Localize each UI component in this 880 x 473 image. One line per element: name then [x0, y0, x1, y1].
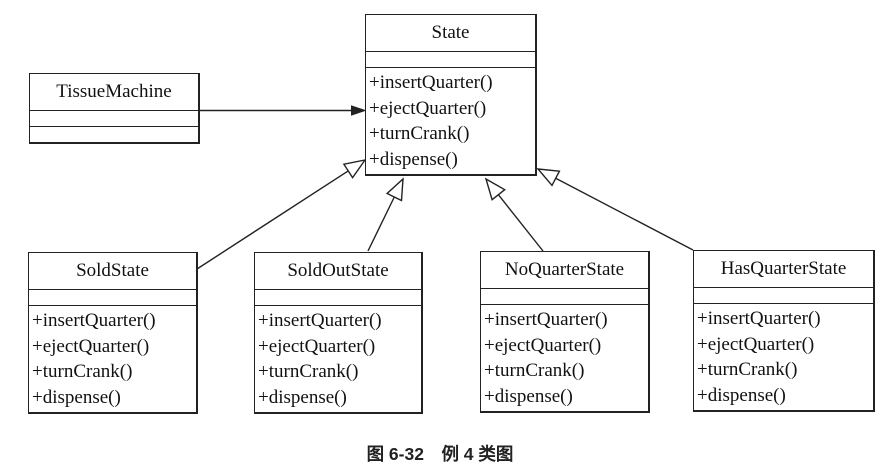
- class-soldstate-attributes: [29, 290, 196, 306]
- method-label: +turnCrank(): [484, 360, 585, 381]
- class-tissuemachine-operations: [30, 127, 198, 142]
- generalization-line-soldoutstate: [367, 196, 395, 252]
- class-soldstate: SoldState +insertQuarter() +ejectQuarter…: [28, 252, 198, 414]
- class-noquarterstate-methods: +insertQuarter() +ejectQuarter() +turnCr…: [481, 305, 648, 411]
- generalization-arrowhead-noquarterstate-icon: [484, 177, 506, 201]
- class-soldoutstate-methods: +insertQuarter() +ejectQuarter() +turnCr…: [255, 306, 421, 412]
- class-noquarterstate-attributes: [481, 289, 648, 305]
- class-soldoutstate-attributes: [255, 290, 421, 306]
- method-label: +ejectQuarter(): [697, 333, 815, 355]
- generalization-arrowhead-hasquarterstate-icon: [536, 168, 561, 187]
- method-label: +ejectQuarter(): [484, 334, 602, 356]
- association-arrowhead-icon: [351, 105, 367, 116]
- method-label: +dispense(): [32, 386, 121, 408]
- generalization-arrowhead-soldstate-icon: [342, 158, 367, 179]
- class-soldoutstate: SoldOutState +insertQuarter() +ejectQuar…: [254, 252, 423, 414]
- class-tissuemachine: TissueMachine: [29, 73, 200, 144]
- class-noquarterstate: NoQuarterState +insertQuarter() +ejectQu…: [480, 251, 650, 413]
- method-label: +insertQuarter(): [32, 310, 156, 331]
- generalization-arrowhead-soldoutstate-icon: [385, 177, 404, 202]
- method-label: +insertQuarter(): [697, 308, 821, 329]
- method-label: +turnCrank(): [32, 361, 133, 382]
- method-label: +turnCrank(): [369, 123, 470, 144]
- class-state-name: State: [366, 15, 535, 52]
- class-hasquarterstate: HasQuarterState +insertQuarter() +ejectQ…: [693, 250, 875, 412]
- class-soldstate-name: SoldState: [29, 253, 196, 290]
- method-label: +dispense(): [369, 148, 458, 170]
- class-tissuemachine-name: TissueMachine: [30, 74, 198, 111]
- method-label: +turnCrank(): [697, 359, 798, 380]
- class-noquarterstate-name: NoQuarterState: [481, 252, 648, 289]
- method-label: +ejectQuarter(): [32, 335, 150, 357]
- class-hasquarterstate-name: HasQuarterState: [694, 251, 873, 288]
- class-hasquarterstate-attributes: [694, 288, 873, 304]
- class-state-attributes: [366, 52, 535, 68]
- method-label: +dispense(): [258, 386, 347, 408]
- class-soldoutstate-name: SoldOutState: [255, 253, 421, 290]
- class-tissuemachine-attributes: [30, 111, 198, 127]
- class-soldstate-methods: +insertQuarter() +ejectQuarter() +turnCr…: [29, 306, 196, 412]
- generalization-line-hasquarterstate: [555, 177, 694, 251]
- method-label: +ejectQuarter(): [369, 97, 487, 119]
- generalization-line-noquarterstate: [497, 194, 544, 252]
- class-state: State +insertQuarter() +ejectQuarter() +…: [365, 14, 537, 176]
- class-hasquarterstate-methods: +insertQuarter() +ejectQuarter() +turnCr…: [694, 304, 873, 410]
- method-label: +insertQuarter(): [484, 309, 608, 330]
- method-label: +insertQuarter(): [258, 310, 382, 331]
- class-state-methods: +insertQuarter() +ejectQuarter() +turnCr…: [366, 68, 535, 174]
- method-label: +insertQuarter(): [369, 72, 493, 93]
- method-label: +dispense(): [484, 385, 573, 407]
- generalization-line-soldstate: [196, 170, 349, 270]
- method-label: +turnCrank(): [258, 361, 359, 382]
- method-label: +dispense(): [697, 384, 786, 406]
- method-label: +ejectQuarter(): [258, 335, 376, 357]
- figure-caption: 图 6-32 例 4 类图: [366, 444, 514, 464]
